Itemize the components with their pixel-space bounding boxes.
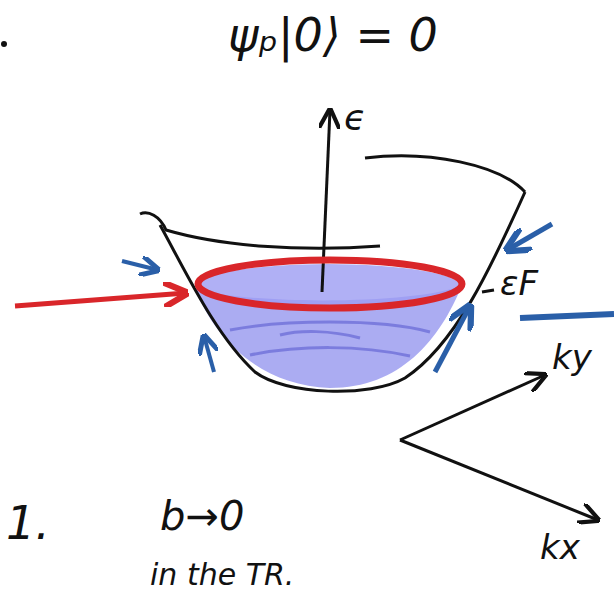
axis-label: ϵ: [344, 100, 366, 136]
blue-arrow: [122, 261, 158, 270]
fermi-level-line: [520, 314, 614, 318]
stray-dot: [1, 41, 7, 47]
fermi-surface-ring: [198, 260, 462, 308]
axis-label: kx: [540, 530, 580, 564]
note: b→0: [160, 496, 244, 536]
blue-arrow: [507, 224, 552, 250]
note: in the TR.: [150, 560, 294, 590]
kx-axis: [400, 440, 598, 520]
fermi-energy-label: εF: [500, 266, 538, 300]
blue-arrow: [204, 336, 214, 372]
level-dash: [482, 290, 494, 292]
fill-strokes: [230, 322, 430, 356]
energy-axis: [322, 110, 330, 292]
axis-label: ky: [552, 340, 592, 374]
pointer-arrow: [15, 293, 186, 306]
blue-arrow: [435, 306, 470, 372]
bowl-rim-front: [140, 213, 380, 248]
item-number: 1.: [6, 500, 50, 546]
bowl-rim-back: [365, 156, 525, 192]
bowl-outline: [160, 192, 525, 391]
equation: ψₚ|0⟩ = 0: [228, 12, 438, 58]
ky-axis: [400, 375, 545, 440]
